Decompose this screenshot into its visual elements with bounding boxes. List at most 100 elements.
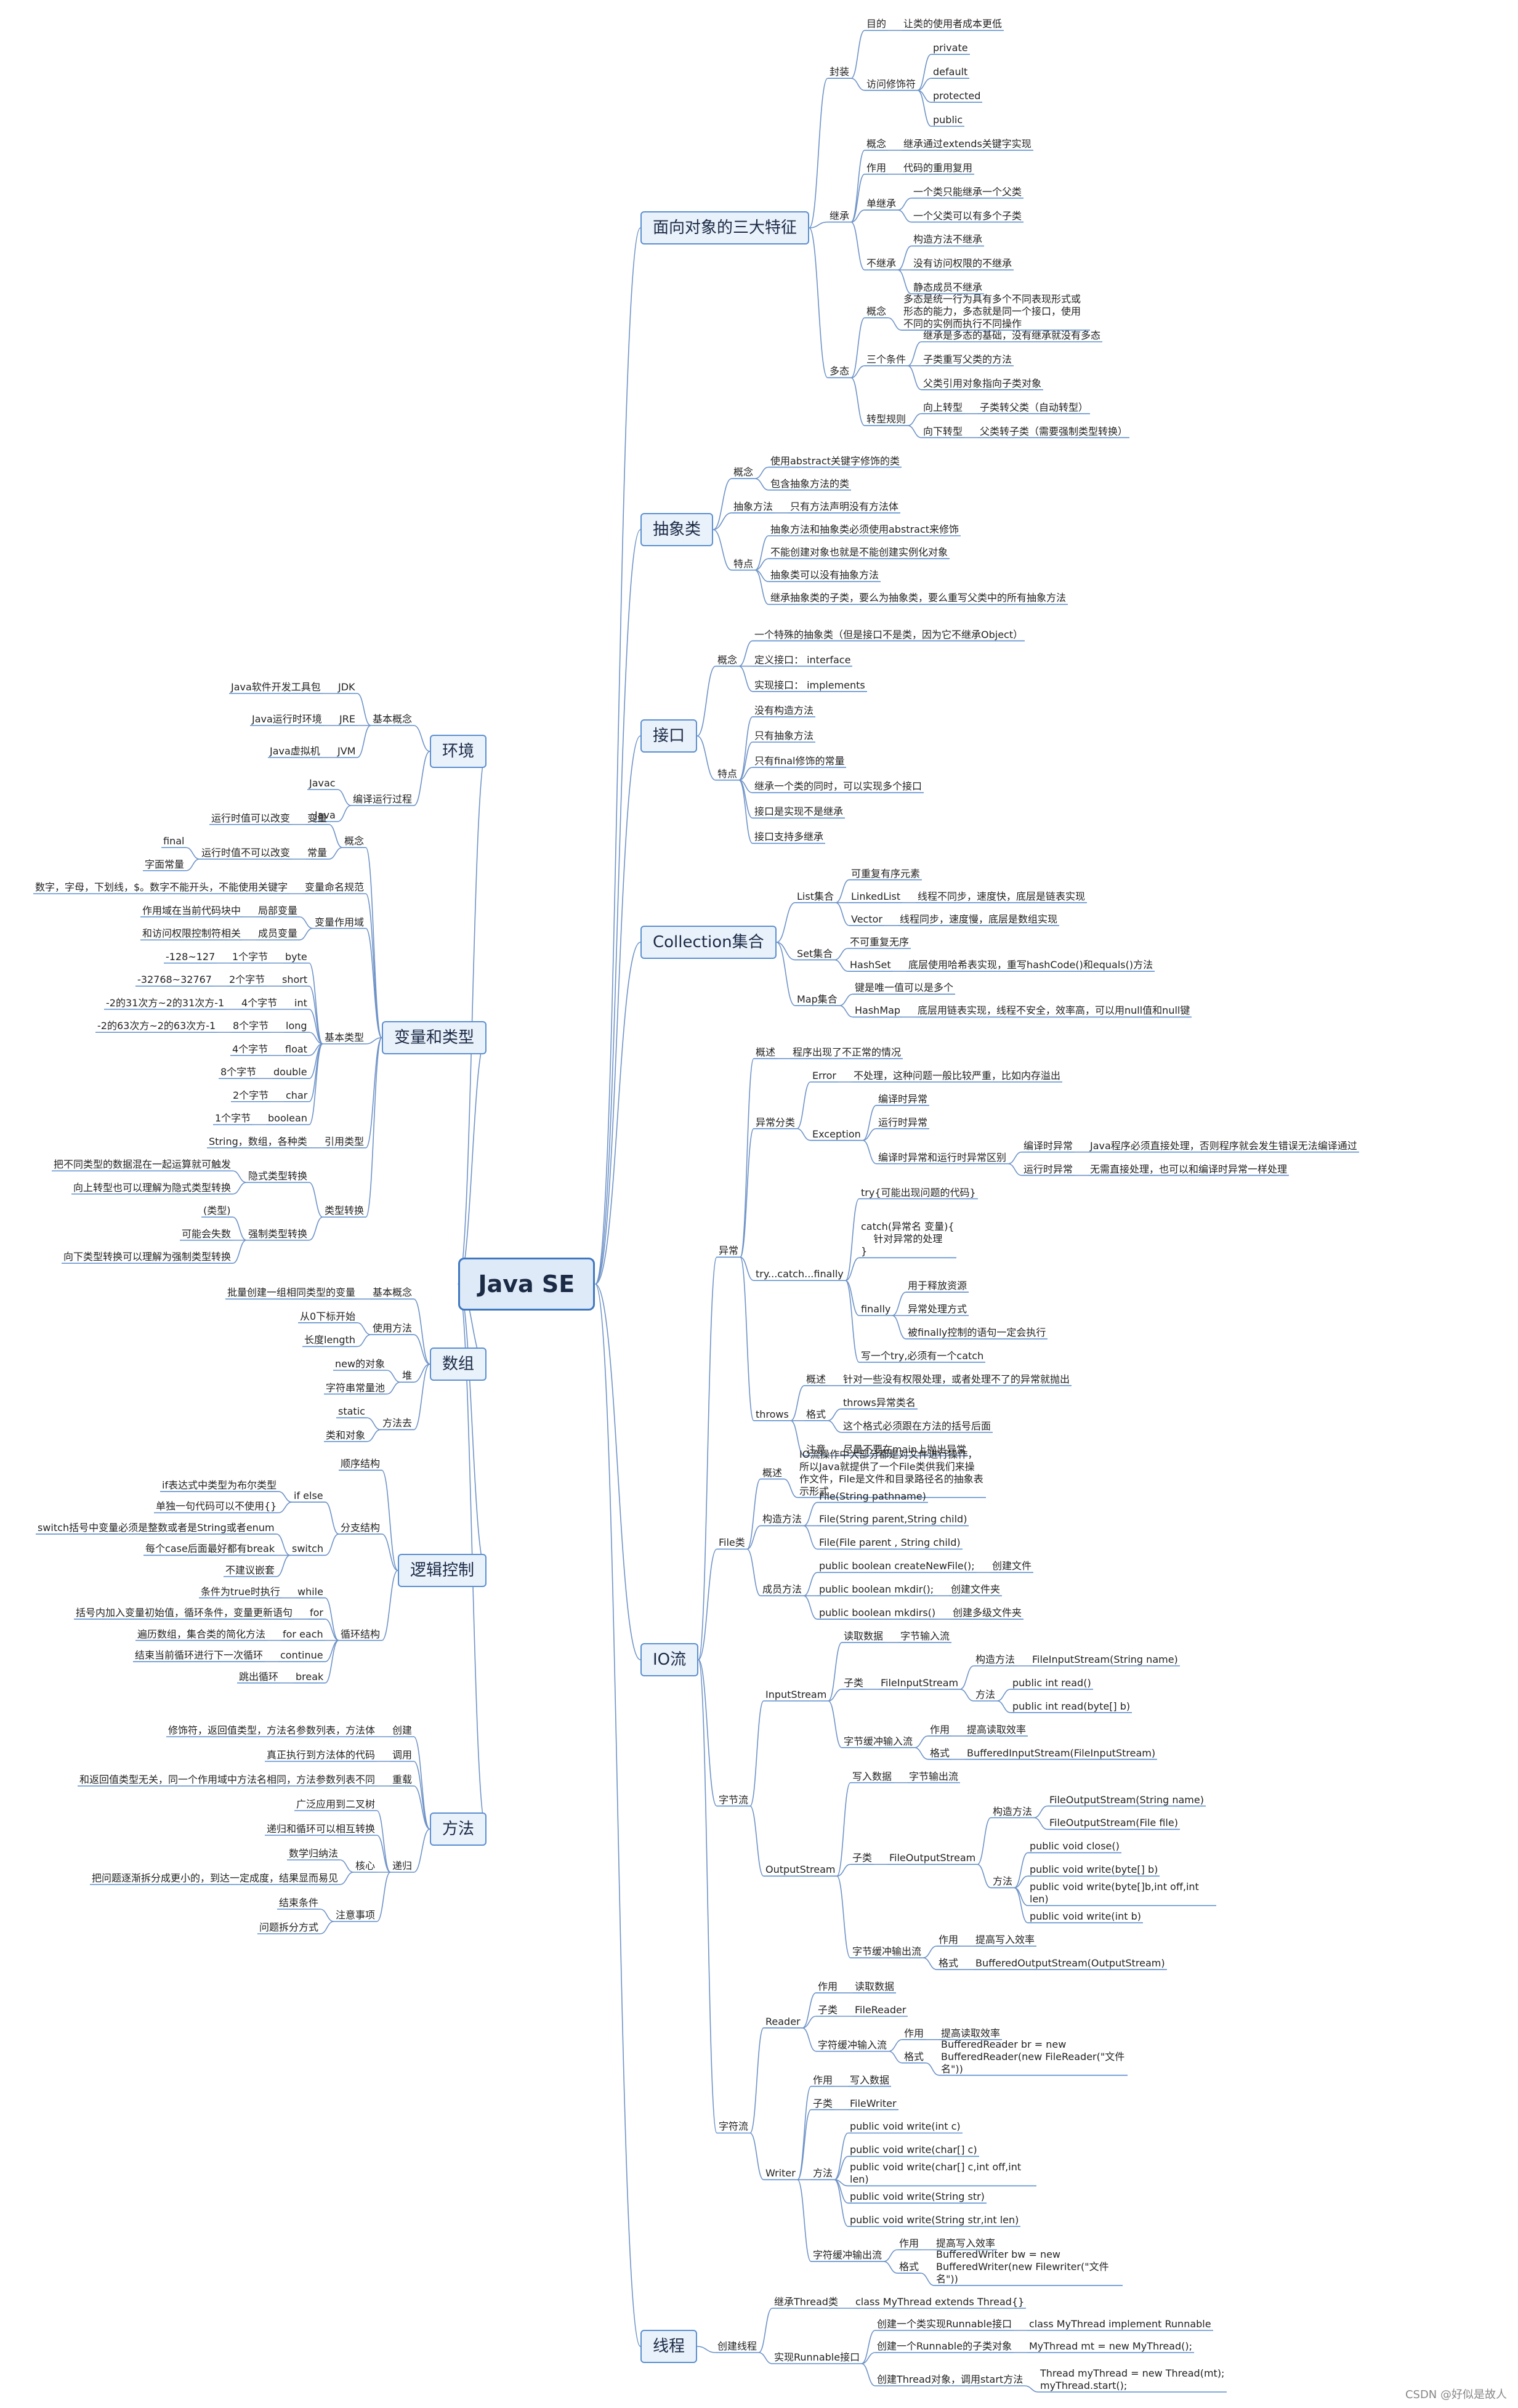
topic-node[interactable]: public void write(byte[]b,int off,int le… [1030,1881,1199,1905]
topic-node[interactable]: 作用 [930,1723,950,1735]
topic-node[interactable]: 子类 [818,2003,838,2016]
topic-node[interactable]: public void write(String str,int len) [850,2214,1019,2226]
topic-node[interactable]: 作用域在当前代码块中 [142,904,241,916]
topic-node[interactable]: 修饰符，返回值类型，方法名参数列表，方法体 [168,1724,376,1736]
topic-node[interactable]: 概念 [717,653,738,666]
topic-node[interactable]: 继承通过extends关键字实现 [903,137,1032,150]
main-branch-node[interactable]: 抽象类 [640,513,714,546]
topic-node[interactable]: 顺序结构 [341,1458,381,1470]
topic-node[interactable]: 写一个try,必须有一个catch [861,1349,984,1362]
topic-node[interactable]: 格式 [899,2261,919,2273]
topic-node[interactable]: char [286,1089,308,1101]
topic-node[interactable]: 底层使用哈希表实现，重写hashCode()和equals()方法 [908,959,1153,971]
topic-node[interactable]: 字节流 [719,1793,749,1806]
topic-node[interactable]: 广泛应用到二叉树 [296,1798,376,1810]
topic-node[interactable]: 2个字节 [233,1089,269,1101]
topic-node[interactable]: OutputStream [765,1864,836,1876]
topic-node[interactable]: 核心 [355,1860,376,1872]
topic-node[interactable]: 程序出现了不正常的情况 [793,1046,902,1058]
topic-node[interactable]: LinkedList [851,890,901,902]
topic-node[interactable]: 静态成员不继承 [913,281,983,294]
topic-node[interactable]: 2个字节 [229,974,265,986]
topic-node[interactable]: File(String pathname) [819,1490,926,1502]
topic-node[interactable]: IO流操作中大部分都是对文件进行操作，所以Java就提供了一个File类供我们来… [799,1448,983,1497]
topic-node[interactable]: List集合 [797,890,834,902]
topic-node[interactable]: 递归和循环可以相互转换 [267,1823,376,1835]
topic-node[interactable]: 跳出循环 [239,1670,279,1683]
topic-node[interactable]: 调用 [392,1749,413,1761]
topic-node[interactable]: File(String parent,String child) [819,1513,967,1525]
topic-node[interactable]: 针对一些没有权限处理，或者处理不了的异常就抛出 [843,1373,1070,1385]
topic-node[interactable]: Error [812,1069,836,1081]
topic-node[interactable]: 没有构造方法 [754,704,814,716]
topic-node[interactable]: while [297,1585,323,1598]
topic-node[interactable]: 作用 [904,2027,924,2039]
main-branch-node[interactable]: 面向对象的三大特征 [640,211,810,244]
topic-node[interactable]: BufferedWriter bw = new BufferedWriter(n… [936,2248,1109,2285]
topic-node[interactable]: 多态 [830,365,850,378]
topic-node[interactable]: 真正执行到方法体的代码 [267,1749,376,1761]
topic-node[interactable]: continue [280,1649,323,1662]
topic-node[interactable]: BufferedReader br = new BufferedReader(n… [941,2038,1125,2075]
topic-node[interactable]: 字符流 [719,2120,749,2133]
topic-node[interactable]: 方法 [975,1688,996,1700]
topic-node[interactable]: 概念 [866,305,887,318]
topic-node[interactable]: 实现Runnable接口 [774,2351,860,2363]
topic-node[interactable]: private [933,42,968,54]
topic-node[interactable]: FileOutputStream(String name) [1049,1793,1204,1806]
topic-node[interactable]: new的对象 [335,1358,386,1370]
topic-node[interactable]: 分支结构 [341,1521,381,1533]
topic-node[interactable]: 创建 [392,1724,413,1736]
topic-node[interactable]: 重载 [392,1774,413,1785]
topic-node[interactable]: 和返回值类型无关，同一个作用域中方法名相同，方法参数列表不同 [79,1774,376,1785]
topic-node[interactable]: 字符串常量池 [326,1381,386,1394]
topic-node[interactable]: 实现接口： implements [754,679,865,691]
topic-node[interactable]: 接口支持多继承 [754,831,824,843]
topic-node[interactable]: Vector [851,913,882,925]
topic-node[interactable]: Java软件开发工具包 [231,681,321,693]
topic-node[interactable]: 提高读取效率 [967,1723,1027,1735]
topic-node[interactable]: public int read() [1012,1676,1091,1689]
topic-node[interactable]: 注意 [806,1443,826,1455]
topic-node[interactable]: 多态是统一行为具有多个不同表现形式或形态的能力，多态就是同一个接口，使用不同的实… [903,293,1081,330]
topic-node[interactable]: JVM [337,745,356,757]
topic-node[interactable]: FileReader [855,2003,906,2016]
topic-node[interactable]: 转型规则 [866,413,906,426]
topic-node[interactable]: Java运行时环境 [252,713,322,725]
topic-node[interactable]: 目的 [866,18,887,30]
topic-node[interactable]: 结束当前循环进行下一次循环 [135,1649,264,1662]
topic-node[interactable]: switch [292,1543,324,1555]
topic-node[interactable]: public void write(byte[] b) [1030,1864,1158,1876]
topic-node[interactable]: 继承 [830,209,850,222]
topic-node[interactable]: 三个条件 [866,353,906,365]
topic-node[interactable]: FileOutputStream(File file) [1049,1817,1178,1829]
topic-node[interactable]: 创建线程 [717,2340,757,2352]
topic-node[interactable]: 尽量不要在main上抛出异常 [843,1443,966,1455]
topic-node[interactable]: 引用类型 [325,1135,365,1147]
topic-node[interactable]: 条件为true时执行 [201,1585,280,1598]
topic-node[interactable]: 特点 [717,767,738,780]
topic-node[interactable]: 单继承 [866,198,897,210]
topic-node[interactable]: 创建文件夹 [951,1583,1001,1596]
topic-node[interactable]: 概述 [756,1046,776,1058]
topic-node[interactable]: 格式 [930,1747,950,1759]
topic-node[interactable]: 基本概念 [373,1287,413,1299]
main-branch-node[interactable]: 数组 [430,1347,487,1381]
topic-node[interactable]: Javac [309,777,336,789]
topic-node[interactable]: 递归 [392,1860,413,1872]
topic-node[interactable]: 编译时异常和运行时异常区别 [878,1151,1007,1163]
topic-node[interactable]: 底层用链表实现，线程不安全，效率高，可以用null值和null键 [918,1004,1190,1017]
topic-node[interactable]: 构造方法 [762,1513,802,1525]
topic-node[interactable]: throws异常类名 [843,1396,916,1408]
topic-node[interactable]: public void close() [1030,1840,1120,1852]
topic-node[interactable]: 让类的使用者成本更低 [903,18,1003,30]
topic-node[interactable]: 提高读取效率 [941,2027,1001,2039]
topic-node[interactable]: class MyThread implement Runnable [1029,2318,1211,2330]
topic-node[interactable]: FileWriter [850,2097,897,2109]
topic-node[interactable]: 只有方法声明没有方法体 [790,500,899,512]
topic-node[interactable]: 没有访问权限的不继承 [913,257,1012,270]
topic-node[interactable]: 堆 [402,1370,413,1382]
topic-node[interactable]: 定义接口： interface [754,653,851,666]
topic-node[interactable]: 使用abstract关键字修饰的类 [770,455,900,467]
topic-node[interactable]: 循环结构 [341,1628,381,1640]
